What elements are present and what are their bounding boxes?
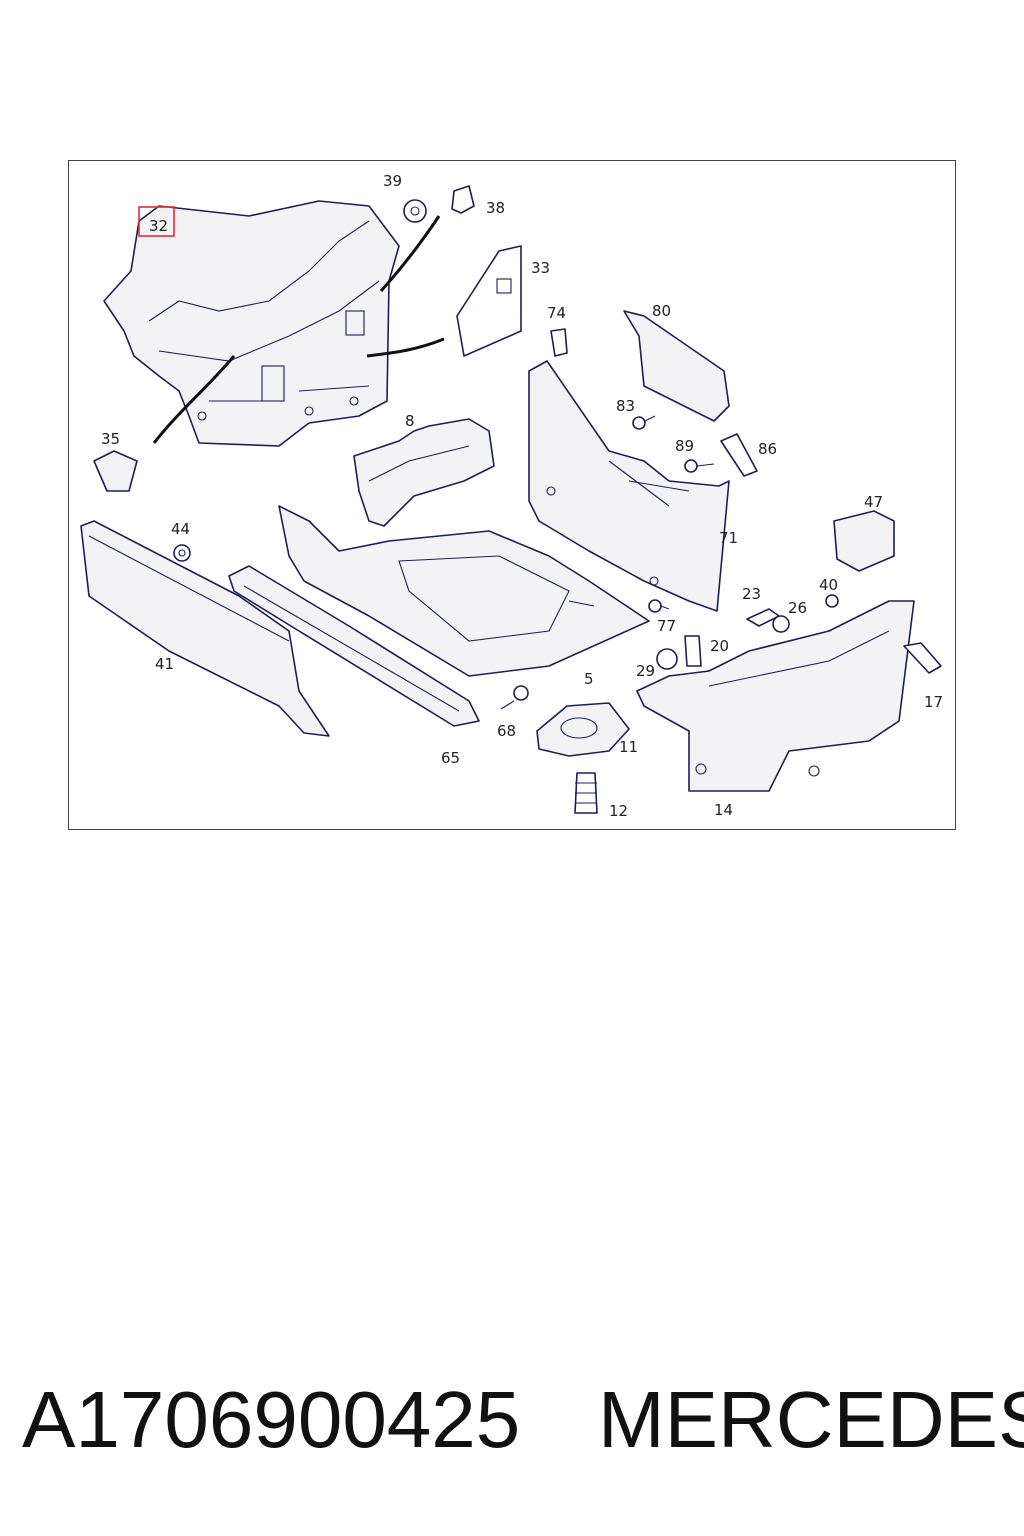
callout-83[interactable]: 83 bbox=[616, 397, 635, 415]
callout-39[interactable]: 39 bbox=[383, 172, 402, 190]
part-39-round-clip[interactable] bbox=[403, 199, 427, 223]
part-33-cover-plate[interactable] bbox=[456, 245, 522, 357]
callout-26[interactable]: 26 bbox=[788, 599, 807, 617]
brand-name: MERCEDES bbox=[598, 1375, 1024, 1464]
callout-labels: 39 38 32 33 74 80 83 89 86 35 8 47 44 71… bbox=[101, 172, 943, 820]
part-17-latch[interactable] bbox=[903, 642, 942, 674]
part-38-clip[interactable] bbox=[451, 185, 475, 214]
callout-77[interactable]: 77 bbox=[657, 617, 676, 635]
part-47-control-unit[interactable] bbox=[833, 510, 895, 572]
callout-20[interactable]: 20 bbox=[710, 637, 729, 655]
callout-40[interactable]: 40 bbox=[819, 576, 838, 594]
callout-89[interactable]: 89 bbox=[675, 437, 694, 455]
callout-32[interactable]: 32 bbox=[149, 217, 168, 235]
callout-29[interactable]: 29 bbox=[636, 662, 655, 680]
part-26-grommet[interactable] bbox=[772, 615, 790, 633]
leader-arrow-38 bbox=[379, 215, 441, 293]
callout-65[interactable]: 65 bbox=[441, 749, 460, 767]
callout-11[interactable]: 11 bbox=[619, 738, 638, 756]
part-44-nut[interactable] bbox=[173, 544, 191, 562]
callout-14[interactable]: 14 bbox=[714, 801, 733, 819]
part-74-push-clip[interactable] bbox=[550, 328, 568, 357]
part-89-screw[interactable] bbox=[684, 459, 715, 473]
callout-68[interactable]: 68 bbox=[497, 722, 516, 740]
callout-47[interactable]: 47 bbox=[864, 493, 883, 511]
callout-86[interactable]: 86 bbox=[758, 440, 777, 458]
callout-44[interactable]: 44 bbox=[171, 520, 190, 538]
callout-80[interactable]: 80 bbox=[652, 302, 671, 320]
callout-8[interactable]: 8 bbox=[405, 412, 415, 430]
part-86-clip[interactable] bbox=[720, 433, 758, 477]
leader-arrow-32 bbox=[152, 355, 236, 444]
part-41-bumper-strip[interactable] bbox=[80, 520, 330, 737]
part-83-rivet[interactable] bbox=[632, 415, 656, 430]
part-12-spring-bumper[interactable] bbox=[574, 772, 598, 814]
callout-74[interactable]: 74 bbox=[547, 304, 566, 322]
part-77-clip[interactable] bbox=[648, 599, 670, 613]
diagram-frame: 39 38 32 33 74 80 83 89 86 35 8 47 44 71… bbox=[68, 160, 956, 830]
callout-35[interactable]: 35 bbox=[101, 430, 120, 448]
callout-33[interactable]: 33 bbox=[531, 259, 550, 277]
leader-arrow-33 bbox=[366, 337, 445, 358]
part-29-grommet[interactable] bbox=[656, 648, 678, 670]
callout-41[interactable]: 41 bbox=[155, 655, 174, 673]
part-11-mount[interactable] bbox=[536, 702, 630, 757]
parts-diagram: 39 38 32 33 74 80 83 89 86 35 8 47 44 71… bbox=[80, 172, 943, 820]
callout-23[interactable]: 23 bbox=[742, 585, 761, 603]
part-number: A1706900425 bbox=[22, 1375, 521, 1464]
part-23-hook[interactable] bbox=[746, 608, 780, 627]
part-14-side-carrier[interactable] bbox=[636, 600, 915, 792]
callout-17[interactable]: 17 bbox=[924, 693, 943, 711]
callout-38[interactable]: 38 bbox=[486, 199, 505, 217]
part-68-screw[interactable] bbox=[500, 685, 529, 710]
part-32-trunk-side-panel[interactable] bbox=[103, 200, 400, 447]
part-5-trunk-floor[interactable] bbox=[278, 505, 650, 677]
callout-12[interactable]: 12 bbox=[609, 802, 628, 820]
callout-5[interactable]: 5 bbox=[584, 670, 594, 688]
part-20-bracket[interactable] bbox=[684, 635, 702, 667]
callout-32-highlight bbox=[138, 206, 175, 237]
caption: A1706900425 MERCEDES bbox=[0, 1370, 1024, 1470]
part-71-side-trim-panel[interactable] bbox=[528, 360, 730, 612]
part-35-small-cover[interactable] bbox=[93, 450, 138, 492]
part-80-cover[interactable] bbox=[623, 310, 730, 422]
part-8-storage-box[interactable] bbox=[353, 418, 495, 527]
part-65-sill[interactable] bbox=[228, 565, 480, 727]
part-40-nut[interactable] bbox=[825, 594, 839, 608]
callout-71[interactable]: 71 bbox=[719, 529, 738, 547]
